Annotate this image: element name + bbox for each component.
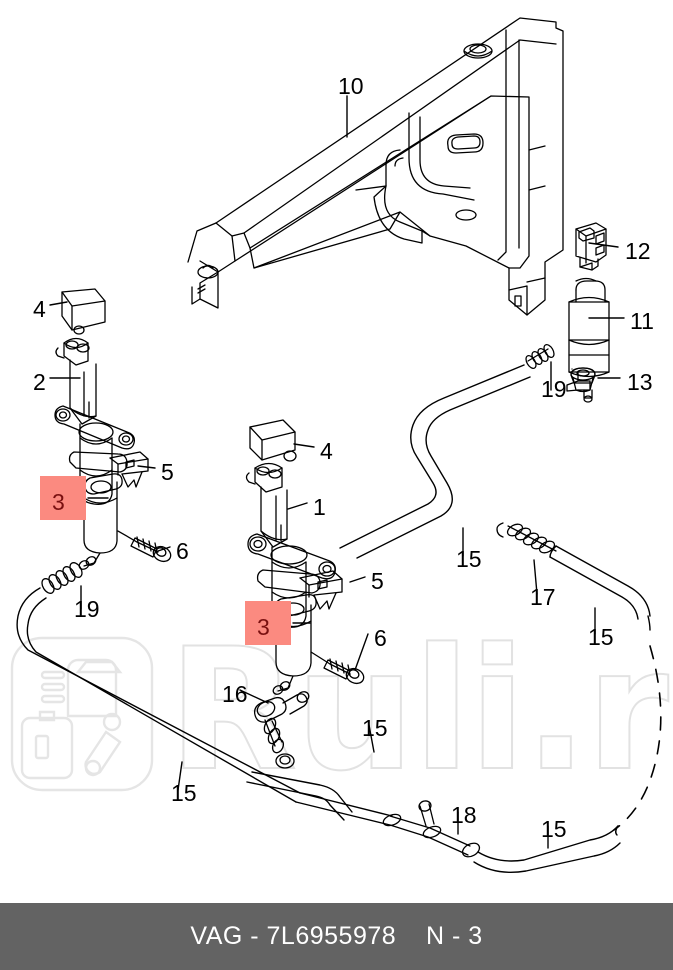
callout-label-6-left: 6: [176, 538, 189, 564]
callout-label-2: 2: [33, 369, 46, 395]
callout-label-5-left: 5: [161, 459, 174, 485]
callout-label-15-c: 15: [171, 780, 197, 806]
technical-drawing: [16, 17, 662, 874]
footer-part-reference: VAG - 7L6955978 N - 3: [190, 922, 483, 950]
callout-label-6-center: 6: [374, 625, 387, 651]
hose-15-right-lower: [549, 545, 651, 631]
callout-label-19-right: 19: [541, 376, 567, 402]
pump-grommet: [570, 367, 596, 393]
callout-label-10: 10: [338, 73, 364, 99]
washer-jet-assembly-left: [41, 288, 172, 594]
callout-label-19-left: 19: [74, 596, 100, 622]
callout-label-15-e: 15: [541, 816, 567, 842]
callout-label-15-b: 15: [588, 624, 614, 650]
callout-label-11: 11: [630, 308, 654, 334]
callout-label-17: 17: [530, 584, 556, 610]
callout-label-4-left: 4: [33, 296, 46, 322]
callout-label-1: 1: [313, 494, 326, 520]
washer-jet-assembly-center: [245, 419, 365, 769]
callout-label-3-left: 3: [52, 489, 65, 515]
callout-label-12: 12: [625, 238, 651, 264]
callout-label-15-a: 15: [456, 546, 482, 572]
washer-pump: [566, 277, 610, 403]
footer-bar: VAG - 7L6955978 N - 3: [0, 903, 673, 970]
callout-label-13: 13: [627, 369, 653, 395]
hose-routing-dashed: [613, 645, 662, 831]
leader-lines: [49, 95, 625, 849]
body-front-end-panel: [187, 17, 564, 316]
callout-label-4-center: 4: [320, 438, 333, 464]
pump-electrical-connector: [575, 222, 607, 271]
callout-label-15-d: 15: [362, 715, 388, 741]
callout-label-5-center: 5: [371, 568, 384, 594]
t-piece-connector-18: [382, 800, 481, 858]
highlight-box-part-3-center: [245, 601, 291, 645]
hose-15-bottom-center: [246, 771, 393, 826]
callout-label-16: 16: [222, 681, 248, 707]
hose-clip-right: [525, 344, 555, 369]
callout-label-3-center: 3: [257, 614, 270, 640]
hose-15-right-upper: [339, 364, 531, 559]
hose-connector-17: [496, 522, 557, 554]
highlight-box-part-3-left: [40, 476, 86, 520]
callout-label-18: 18: [451, 802, 477, 828]
